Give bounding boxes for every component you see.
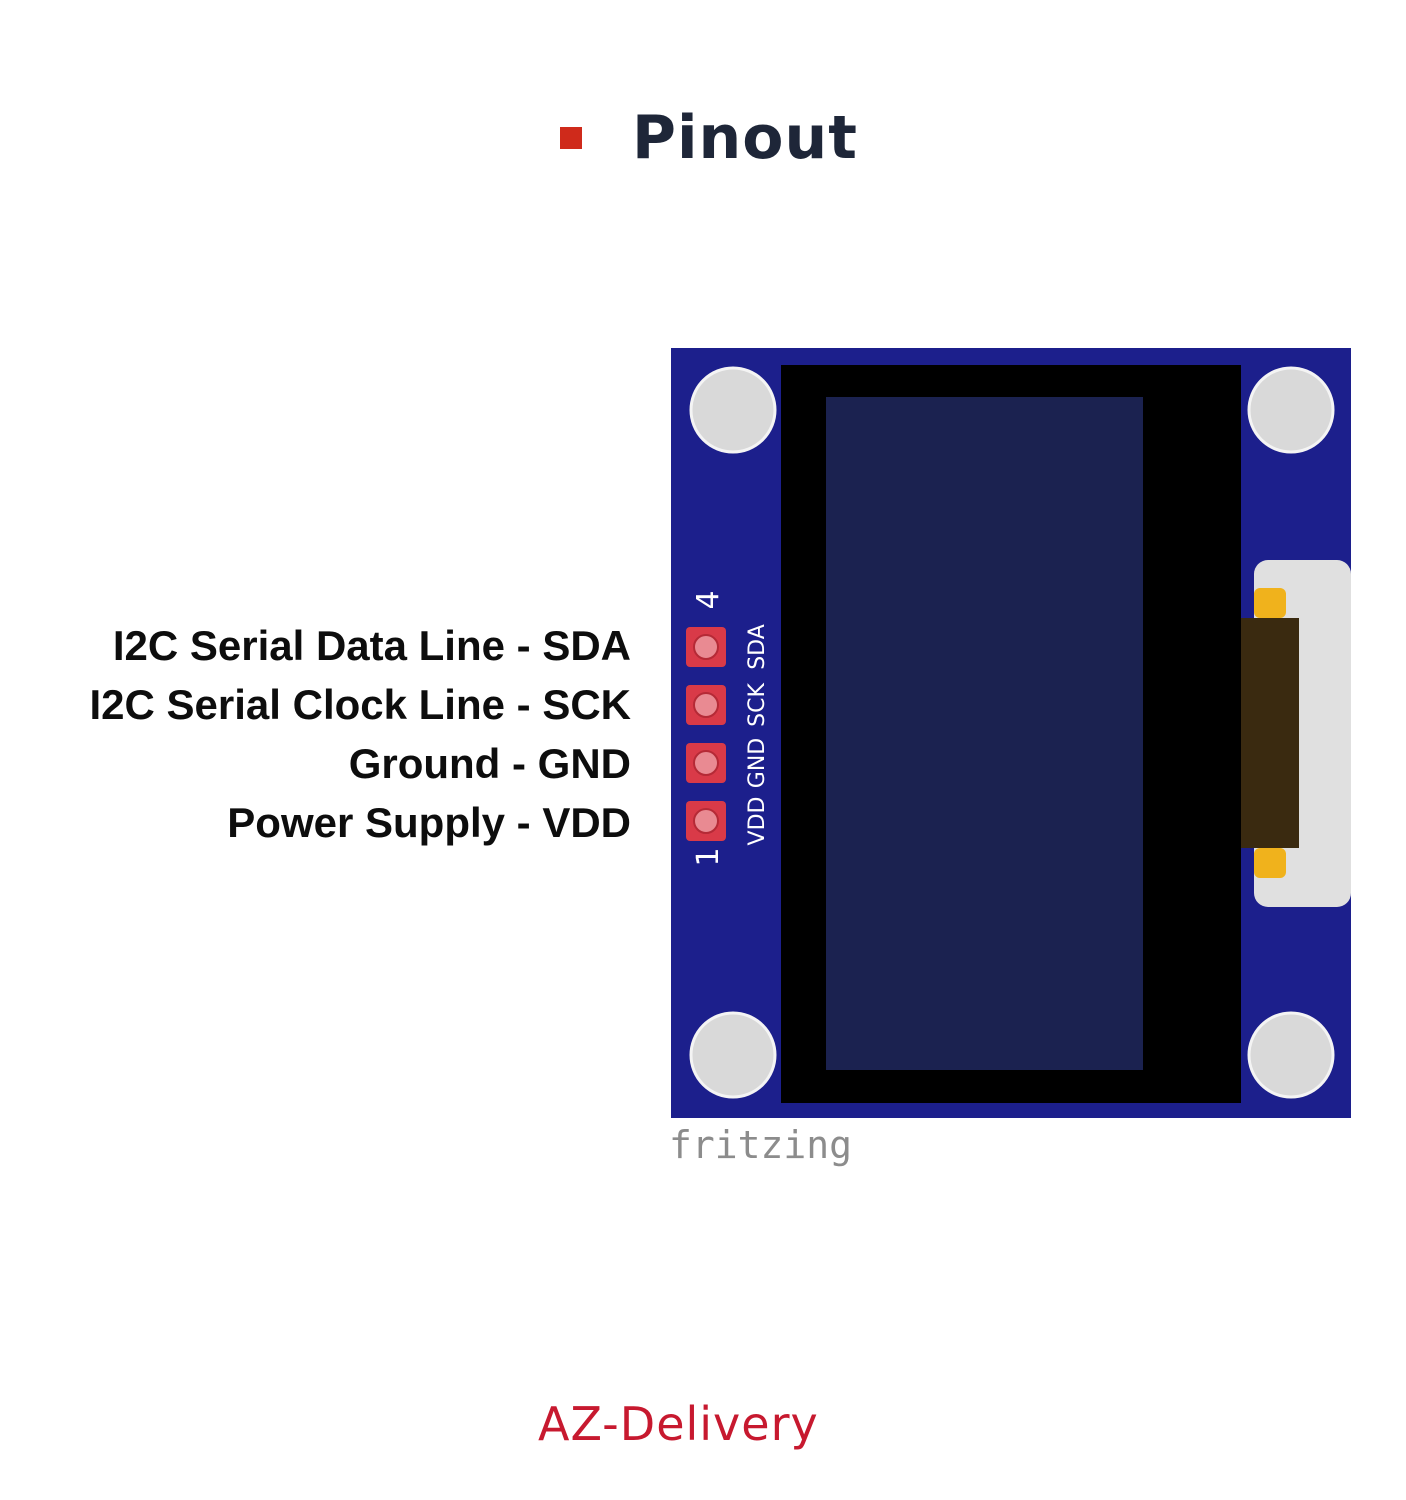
silk-code-sck: SCK <box>745 683 770 727</box>
connector-contact-top <box>1254 588 1286 618</box>
mount-hole-bottom-left <box>689 1011 777 1099</box>
display-glass <box>826 397 1143 1070</box>
silk-code-gnd: GND <box>745 738 770 788</box>
pin-label-vdd: Power Supply - VDD <box>227 799 631 846</box>
pin-label-sda: I2C Serial Data Line - SDA <box>112 622 631 669</box>
pin-pad-sda <box>686 627 726 667</box>
mount-hole-bottom-right <box>1247 1011 1335 1099</box>
silk-code-vdd: VDD <box>745 797 770 846</box>
pin-pad-sck <box>686 685 726 725</box>
mount-hole-top-left <box>689 366 777 454</box>
fritzing-watermark: fritzing <box>669 1123 852 1167</box>
pin-pad-vdd <box>686 801 726 841</box>
ribbon-cable <box>1241 618 1299 848</box>
page-title: Pinout <box>632 103 858 173</box>
pin-pad-gnd <box>686 743 726 783</box>
silk-pin-number-4: 4 <box>691 590 726 609</box>
silk-code-sda: SDA <box>745 624 770 670</box>
pin-label-gnd: Ground - GND <box>348 740 631 787</box>
title-block: Pinout <box>560 98 858 178</box>
brand-logo: AZ-Delivery <box>538 1397 819 1451</box>
mount-hole-top-right <box>1247 366 1335 454</box>
silk-pin-number-1: 1 <box>691 847 726 866</box>
connector-contact-bottom <box>1254 848 1286 878</box>
title-bullet-icon <box>560 127 582 149</box>
pin-label-sck: I2C Serial Clock Line - SCK <box>89 681 632 728</box>
